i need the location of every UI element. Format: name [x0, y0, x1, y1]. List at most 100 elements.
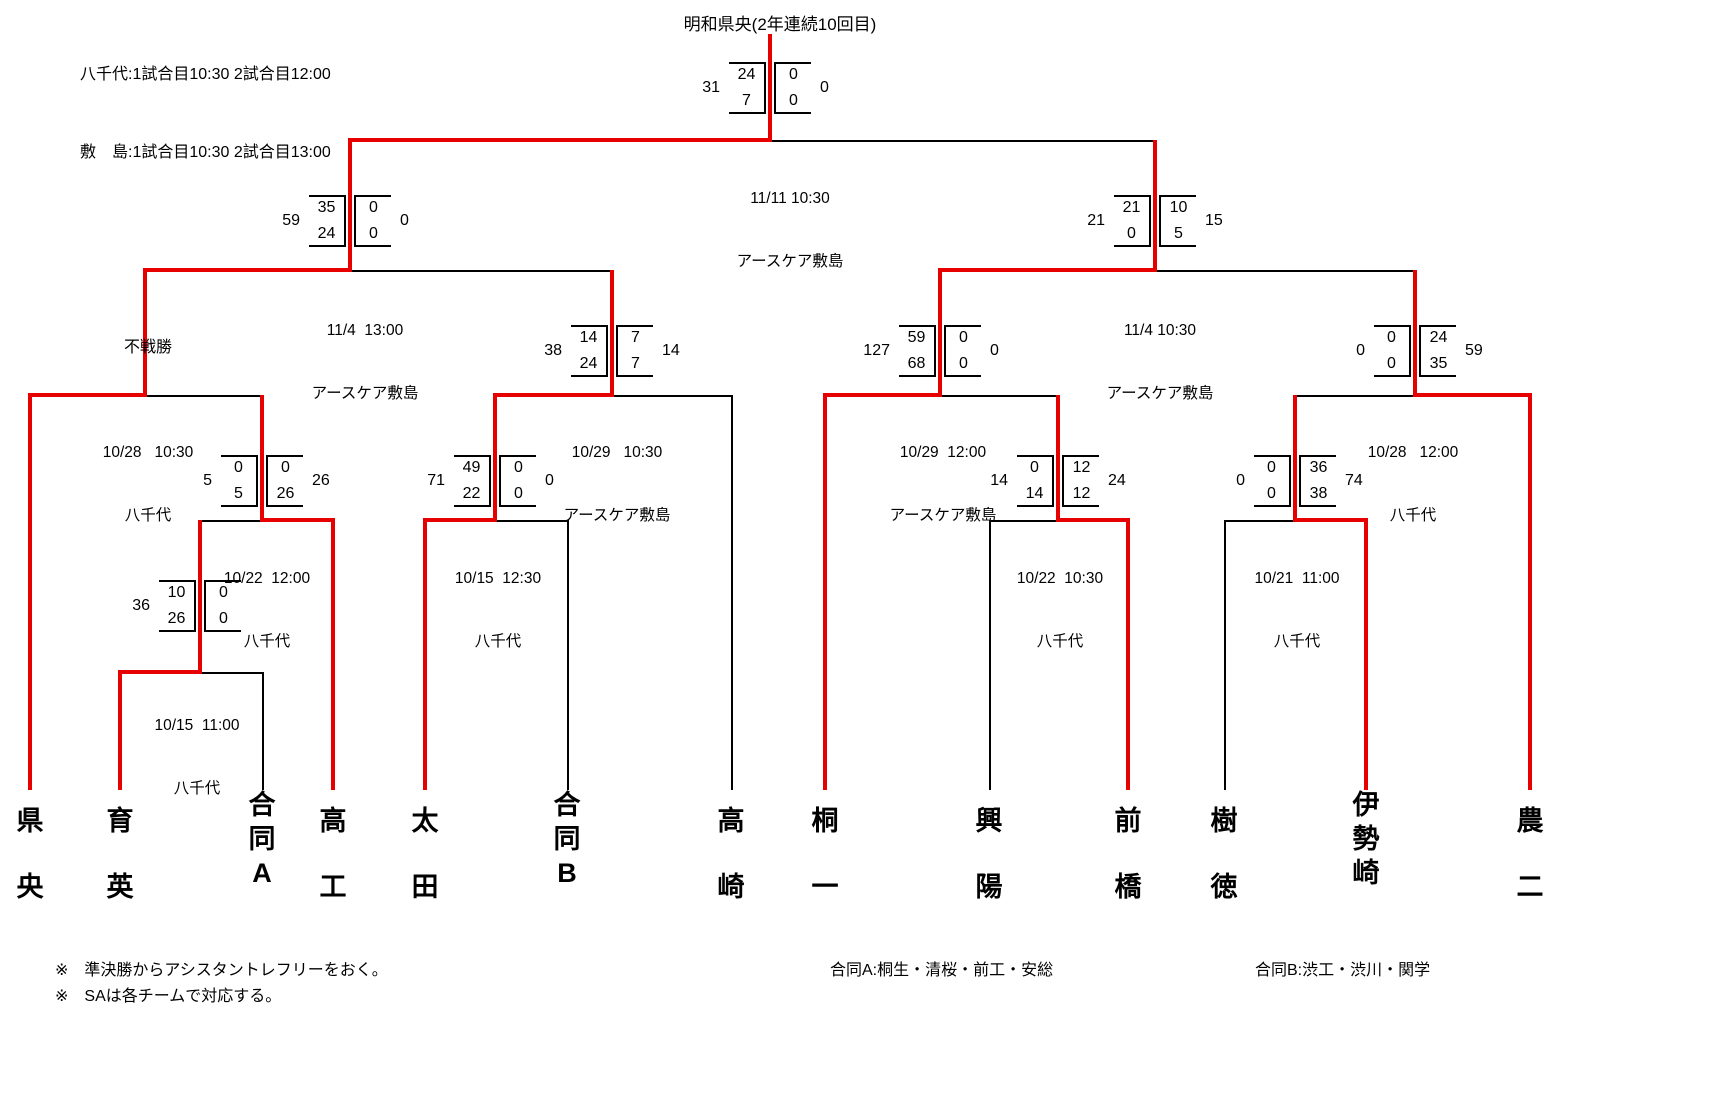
total-score: 59 [282, 212, 300, 229]
half1-score: 0 [959, 329, 968, 346]
match-label-r1-5: 10/21 11:00 八千代 [1187, 526, 1407, 694]
match-venue: アースケア敷島 [736, 253, 844, 270]
match-date: 11/4 13:00 [326, 322, 404, 339]
team-label-isesaki: 伊勢崎 [1352, 790, 1380, 888]
match-venue: アースケア敷島 [889, 507, 997, 524]
half-score-box: 35 24 [309, 195, 346, 247]
winner-path-line [198, 520, 202, 672]
match-label-qf1: 10/28 10:30 八千代 [38, 400, 258, 568]
bracket-line [262, 672, 264, 790]
half1-score: 59 [907, 329, 926, 346]
match-date: 10/29 12:00 [899, 444, 987, 461]
half-score-box: 0 0 [1374, 325, 1411, 377]
total-score: 26 [312, 472, 330, 489]
schedule-line-shikishima: 敷 島:1試合目10:30 2試合目13:00 [80, 144, 331, 161]
team-label-toichi: 桐一 [811, 806, 839, 902]
half2-score: 7 [742, 92, 751, 109]
half2-score: 14 [1025, 485, 1044, 502]
half-score-box: 59 68 [899, 325, 936, 377]
walkover-note: 不戦勝 [123, 339, 172, 356]
score-qf3-right: 0 0 0 [944, 325, 999, 377]
bracket-line [200, 520, 262, 522]
half1-score: 0 [789, 66, 798, 83]
team-label-koyo: 興陽 [975, 806, 1003, 902]
match-label-sf-left: 11/4 13:00 アースケア敷島 [255, 278, 475, 446]
schedule-note: 八千代:1試合目10:30 2試合目12:00 敷 島:1試合目10:30 2試… [80, 10, 331, 218]
match-date: 10/29 10:30 [571, 444, 663, 461]
score-qf4-right: 24 35 59 [1419, 325, 1483, 377]
half-score-box: 49 22 [454, 455, 491, 507]
match-date: 11/4 10:30 [1123, 322, 1197, 339]
winner-path-line [823, 393, 942, 397]
half-score-box: 36 38 [1299, 455, 1336, 507]
winner-path-line [1413, 270, 1417, 395]
match-label-qf2: 10/29 10:30 アースケア敷島 [507, 400, 727, 568]
score-qf4-left: 0 0 0 [1356, 325, 1411, 377]
half2-score: 26 [167, 610, 186, 627]
half-score-box: 24 35 [1419, 325, 1456, 377]
match-venue: 八千代 [474, 633, 522, 650]
total-score: 14 [662, 342, 680, 359]
half2-score: 0 [369, 225, 378, 242]
half1-score: 0 [1030, 459, 1039, 476]
half1-score: 0 [281, 459, 290, 476]
match-date: 10/22 12:00 [223, 570, 311, 587]
score-sf-left-right: 0 0 0 [354, 195, 409, 247]
half1-score: 10 [1169, 199, 1188, 216]
joint-team-b-note: 合同B:渋工・渋川・関学 [1255, 962, 1431, 979]
winner-path-line [1413, 393, 1532, 397]
bracket-line [989, 520, 991, 790]
team-label-godo-a: 合同A [248, 790, 276, 888]
match-label-r1-1: 10/15 11:00 八千代 [87, 673, 307, 841]
half-score-box: 0 0 [499, 455, 536, 507]
half2-score: 35 [1429, 355, 1448, 372]
half2-score: 5 [234, 485, 243, 502]
bracket-line [940, 395, 1058, 397]
winner-path-line [1153, 140, 1157, 270]
half2-score: 0 [789, 92, 798, 109]
score-sf-right-right: 10 5 15 [1159, 195, 1223, 247]
half1-score: 0 [234, 459, 243, 476]
match-venue: 八千代 [243, 633, 291, 650]
team-label-takasaki: 高崎 [717, 806, 745, 902]
bracket-line [1155, 270, 1415, 272]
team-label-noni: 農二 [1516, 806, 1544, 902]
total-score: 0 [400, 212, 409, 229]
total-score: 127 [863, 342, 890, 359]
half-score-box: 7 7 [616, 325, 653, 377]
match-date: 10/22 10:30 [1016, 570, 1104, 587]
score-final-left: 31 24 7 [702, 62, 766, 114]
total-score: 74 [1345, 472, 1363, 489]
match-venue: 八千代 [1389, 507, 1437, 524]
bracket-line [145, 395, 262, 397]
half2-score: 0 [959, 355, 968, 372]
match-venue: 八千代 [173, 780, 221, 797]
joint-team-a-note: 合同A:桐生・清桜・前工・安総 [830, 962, 1054, 979]
bracket-line [350, 270, 612, 272]
team-label-ikuei: 育英 [106, 806, 134, 902]
total-score: 31 [702, 79, 720, 96]
match-label-sf-right: 11/4 10:30 アースケア敷島 [1050, 278, 1270, 446]
total-score: 0 [545, 472, 554, 489]
winner-path-line [143, 268, 352, 272]
match-date: 11/11 10:30 [750, 190, 830, 207]
match-venue: アースケア敷島 [563, 507, 671, 524]
winner-path-line [423, 518, 497, 522]
half-score-box: 0 14 [1017, 455, 1054, 507]
winner-path-line [118, 670, 202, 674]
bracket-line [770, 140, 1155, 142]
winner-path-line [331, 520, 335, 790]
half-score-box: 0 0 [944, 325, 981, 377]
half2-score: 38 [1309, 485, 1328, 502]
winner-path-line [1293, 518, 1368, 522]
half1-score: 0 [369, 199, 378, 216]
winner-path-line [348, 140, 352, 270]
half2-score: 22 [462, 485, 481, 502]
team-label-jutoku: 樹徳 [1210, 806, 1238, 902]
half1-score: 10 [167, 584, 186, 601]
half2-score: 0 [219, 610, 228, 627]
winner-path-line [260, 395, 264, 520]
total-score: 59 [1465, 342, 1483, 359]
score-sf-left-left: 59 35 24 [282, 195, 346, 247]
